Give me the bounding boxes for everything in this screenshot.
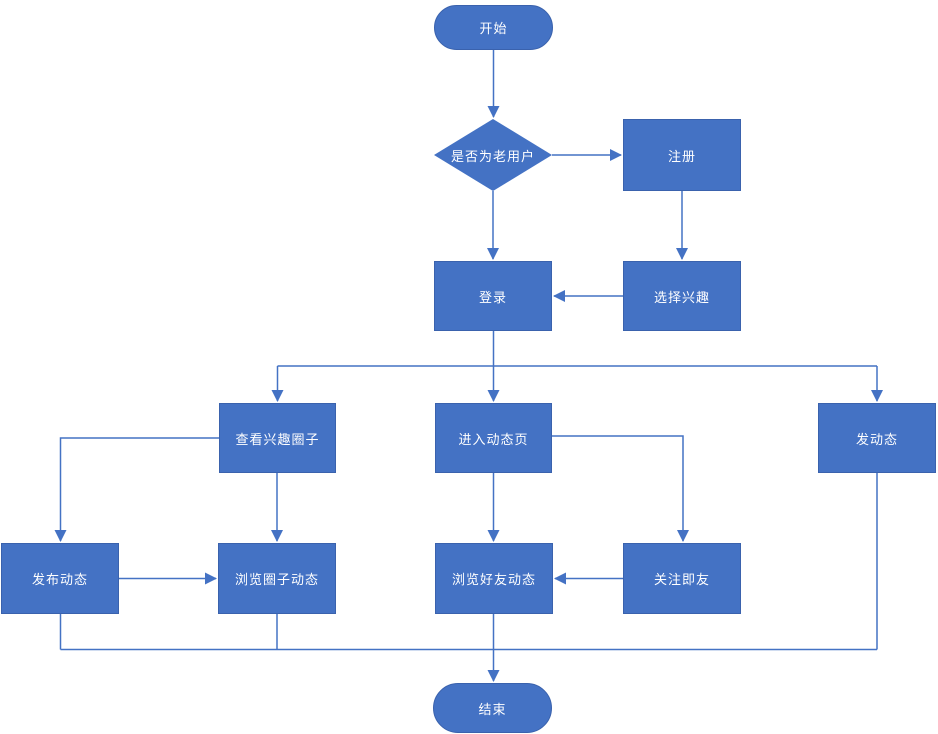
node-browse-circle-feed-label: 浏览圈子动态 <box>234 572 319 587</box>
node-publish-feed: 发布动态 <box>1 543 119 614</box>
node-follow-friends: 关注即友 <box>623 543 741 614</box>
node-select-interests: 选择兴趣 <box>623 261 741 331</box>
node-follow-friends-label: 关注即友 <box>653 572 710 587</box>
edge-enter-feed-page-to-follow-friends <box>552 435 689 542</box>
node-decision-label: 是否为老用户 <box>450 148 535 164</box>
node-browse-friend-feed: 浏览好友动态 <box>435 543 553 614</box>
node-browse-circle-feed: 浏览圈子动态 <box>218 543 336 614</box>
node-enter-feed-page-label: 进入动态页 <box>458 431 529 447</box>
edge-view-circles-to-publish-feed <box>54 437 219 542</box>
node-browse-friend-feed-label: 浏览好友动态 <box>451 572 536 587</box>
node-register-label: 注册 <box>667 148 696 164</box>
node-register: 注册 <box>623 119 741 191</box>
node-post-feed: 发动态 <box>818 403 936 473</box>
node-start: 开始 <box>434 5 553 50</box>
node-select-interests-label: 选择兴趣 <box>653 289 710 305</box>
node-end-label: 结束 <box>478 701 507 717</box>
node-enter-feed-page: 进入动态页 <box>435 403 552 473</box>
node-view-interest-circles: 查看兴趣圈子 <box>219 403 336 473</box>
node-post-feed-label: 发动态 <box>855 431 898 447</box>
node-login: 登录 <box>434 261 552 331</box>
node-start-label: 开始 <box>479 21 508 36</box>
node-end: 结束 <box>433 683 552 733</box>
node-login-label: 登录 <box>478 289 507 305</box>
node-view-interest-circles-label: 查看兴趣圈子 <box>235 431 320 447</box>
node-publish-feed-label: 发布动态 <box>31 572 88 587</box>
